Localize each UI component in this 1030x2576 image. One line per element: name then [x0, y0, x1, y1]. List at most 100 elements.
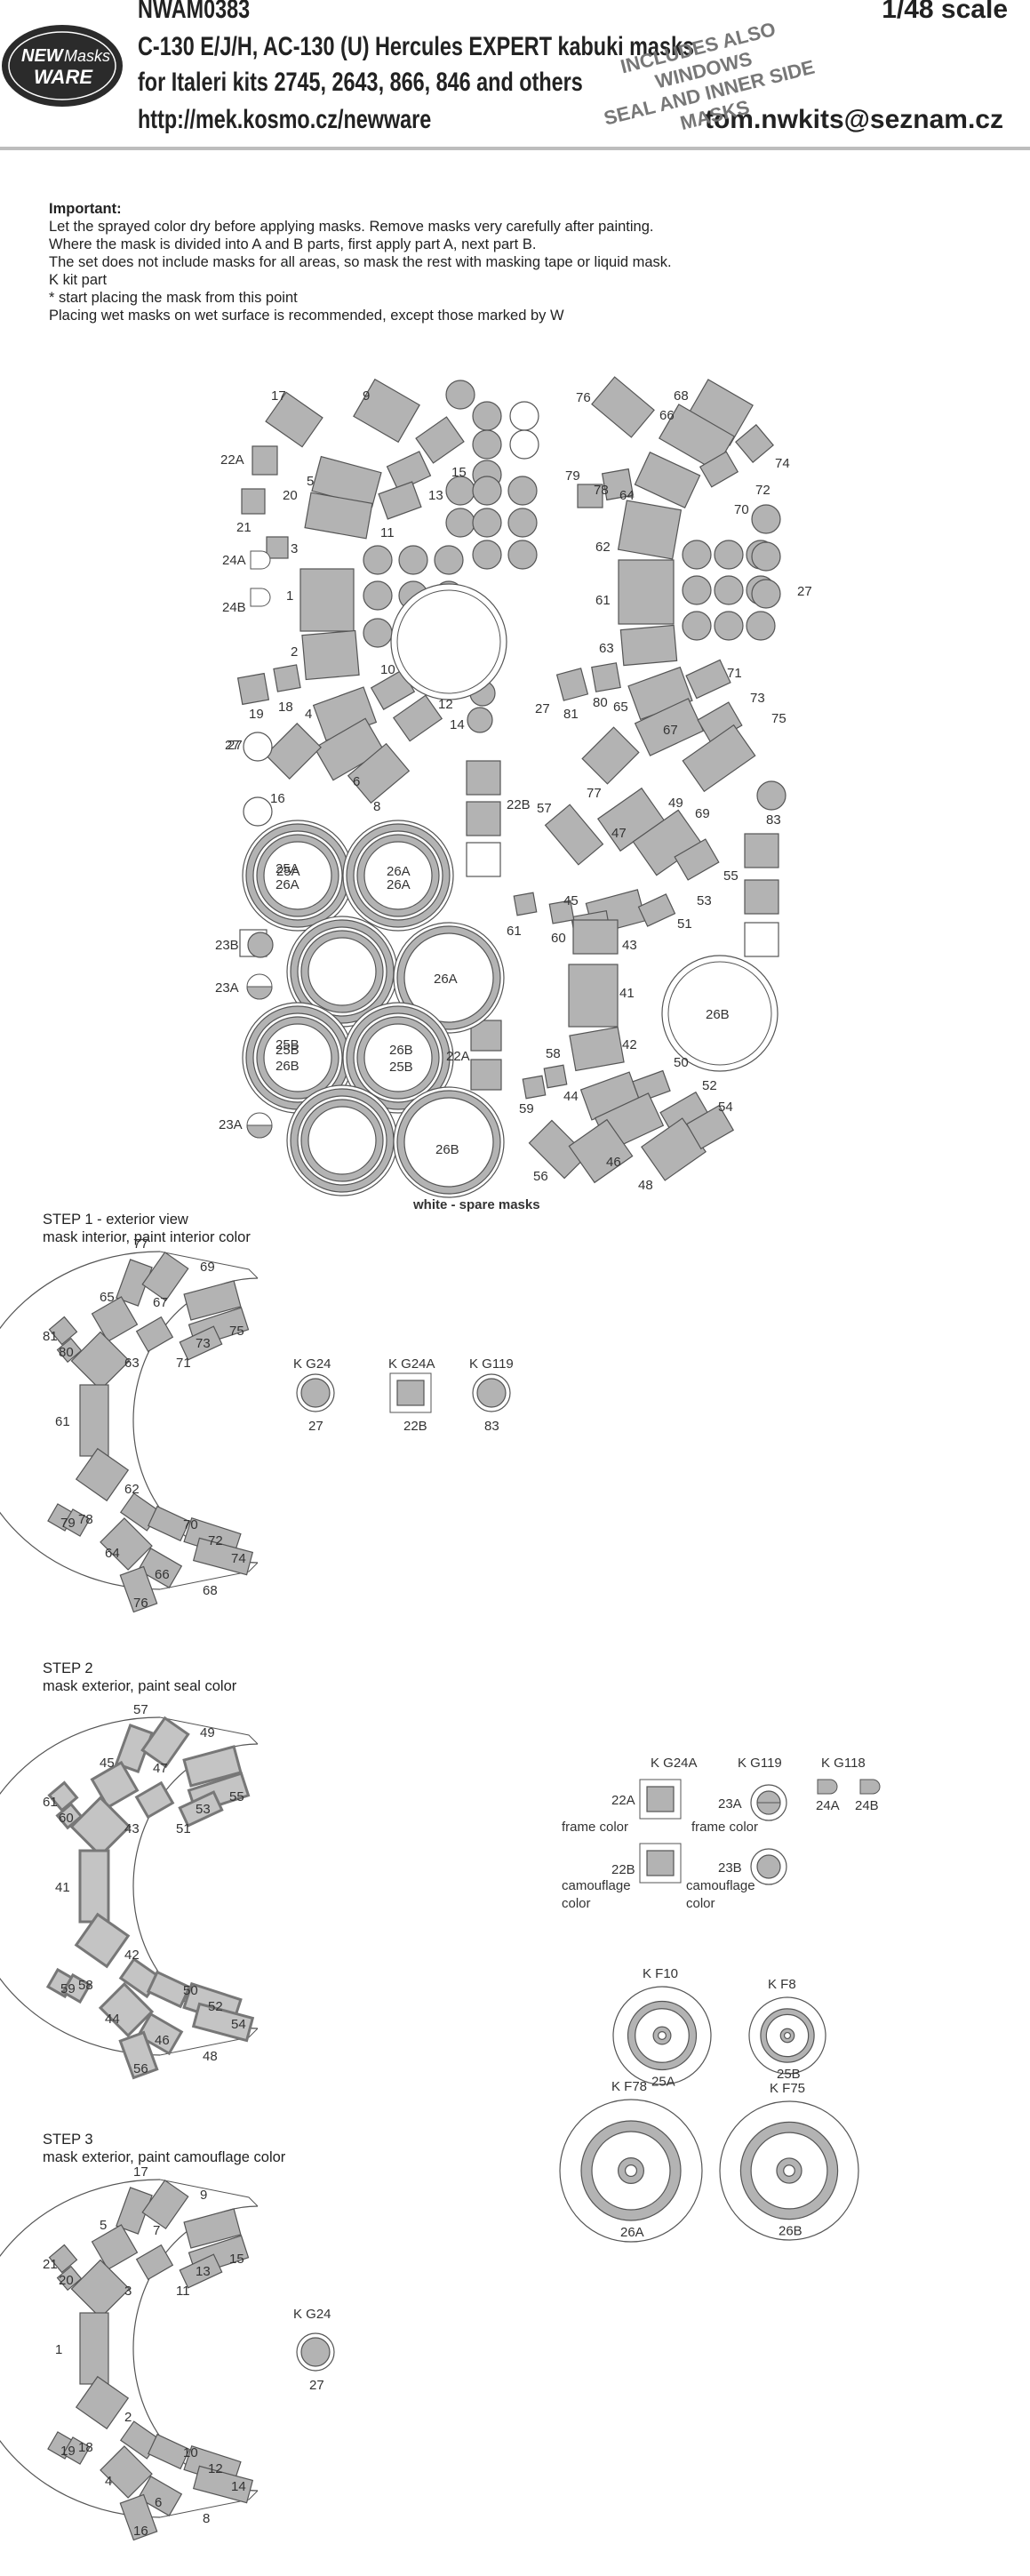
part-number: 1 — [55, 2342, 62, 2357]
mask-piece — [137, 1548, 183, 1588]
mask-piece — [859, 1779, 881, 1795]
part-number: 13 — [428, 488, 443, 503]
part-number: 16 — [270, 791, 285, 806]
part-number: 67 — [663, 723, 678, 738]
mask-piece — [48, 2244, 78, 2274]
mask-piece — [148, 2433, 190, 2470]
part-number: 67 — [153, 1295, 168, 1310]
part-number: 27 — [225, 738, 240, 753]
svg-text:Masks: Masks — [64, 47, 110, 65]
arc-outline — [159, 1716, 259, 1745]
part-number: 22A — [446, 1049, 470, 1064]
part-number: 63 — [124, 1356, 140, 1371]
part-number: 20 — [283, 488, 298, 503]
mask-piece — [378, 481, 422, 520]
mask-circle — [390, 583, 507, 700]
caption: frame color — [562, 1820, 628, 1835]
part-number: 63 — [599, 641, 614, 656]
website-link[interactable]: http://mek.kosmo.cz/newware — [138, 105, 432, 134]
part-number: 70 — [734, 502, 749, 517]
mask-piece — [55, 1802, 84, 1830]
part-number: 25B — [389, 1060, 413, 1075]
note-line: Let the sprayed color dry before applyin… — [49, 219, 654, 235]
mask-piece — [682, 724, 756, 793]
part-number: 65 — [613, 700, 628, 715]
part-number: 22B — [507, 797, 531, 812]
part-number: 2 — [124, 2410, 132, 2425]
mask-piece — [70, 1331, 131, 1391]
mask-piece — [146, 1970, 192, 2009]
part-number: 1 — [286, 588, 293, 604]
mask-piece — [135, 2244, 174, 2281]
mask-piece — [119, 2493, 158, 2541]
arc-outline — [0, 1251, 161, 1590]
part-number: 83 — [766, 812, 781, 828]
mask-piece — [79, 1384, 109, 1457]
part-number: 59 — [519, 1101, 534, 1116]
mask-circle — [445, 380, 475, 410]
mask-piece — [756, 1802, 781, 1815]
note-line: The set does not include masks for all a… — [49, 254, 672, 270]
kit-reference: K G119 — [469, 1356, 514, 1372]
part-number: 58 — [546, 1046, 561, 1061]
email-link[interactable]: tom.nwkits@seznam.cz — [704, 105, 1003, 134]
mask-circle — [476, 1378, 507, 1408]
mask-circle — [682, 611, 712, 641]
part-number: 25B — [275, 1037, 299, 1052]
mask-circle — [243, 732, 273, 762]
part-number: 26A — [387, 864, 411, 879]
part-number: 2 — [291, 644, 298, 660]
mask-circle — [682, 575, 712, 605]
mask-piece — [674, 838, 720, 881]
part-number: 27 — [535, 701, 550, 716]
mask-circle — [746, 611, 776, 641]
part-number: 26A — [275, 877, 299, 892]
part-number: 51 — [176, 1821, 191, 1836]
mask-piece — [100, 2445, 153, 2499]
note-line: Where the mask is divided into A and B p… — [49, 236, 537, 252]
part-number: 47 — [611, 826, 627, 841]
mask-circle — [509, 429, 539, 460]
part-number: 15 — [229, 2252, 244, 2267]
mask-piece — [744, 879, 779, 915]
part-number: 80 — [593, 695, 608, 710]
scale: 1/48 scale — [882, 0, 1008, 24]
mask-circle — [507, 508, 538, 538]
part-number: 14 — [450, 717, 465, 732]
mask-piece — [632, 1069, 671, 1103]
part-number: 26B — [706, 1007, 730, 1022]
part-number: 46 — [606, 1155, 621, 1170]
part-number: 47 — [153, 1761, 168, 1776]
mask-circle — [667, 961, 772, 1066]
part-number: 83 — [484, 1419, 499, 1434]
part-number: 60 — [551, 931, 566, 946]
mask-circle — [657, 2031, 667, 2041]
mask-piece — [78, 1849, 110, 1924]
caption: color — [686, 1896, 715, 1911]
mask-piece — [79, 2312, 109, 2385]
mask-piece — [75, 2375, 130, 2430]
title-line-2: for Italeri kits 2745, 2643, 866, 846 an… — [138, 68, 583, 97]
note-line: K kit part — [49, 272, 108, 288]
part-number: 9 — [363, 388, 370, 404]
part-number: 56 — [533, 1169, 548, 1184]
part-number: 81 — [563, 707, 579, 722]
part-number: 20 — [59, 2273, 74, 2288]
mask-piece — [252, 445, 278, 476]
mask-circle — [472, 429, 502, 460]
mask-circle — [751, 504, 781, 534]
mask-piece — [246, 986, 273, 1000]
mask-circle — [783, 2164, 795, 2177]
part-number: 70 — [183, 1517, 198, 1532]
mask-circle — [363, 841, 433, 910]
part-number: 50 — [183, 1983, 198, 1998]
part-number: 5 — [100, 2218, 107, 2233]
part-number: 45 — [563, 893, 579, 908]
mask-piece — [60, 1972, 92, 2004]
mask-piece — [415, 416, 465, 464]
mask-piece — [136, 2012, 184, 2056]
notes-heading: Important: — [49, 201, 122, 217]
mask-piece — [192, 1537, 254, 1576]
part-number: 23B — [215, 938, 239, 953]
